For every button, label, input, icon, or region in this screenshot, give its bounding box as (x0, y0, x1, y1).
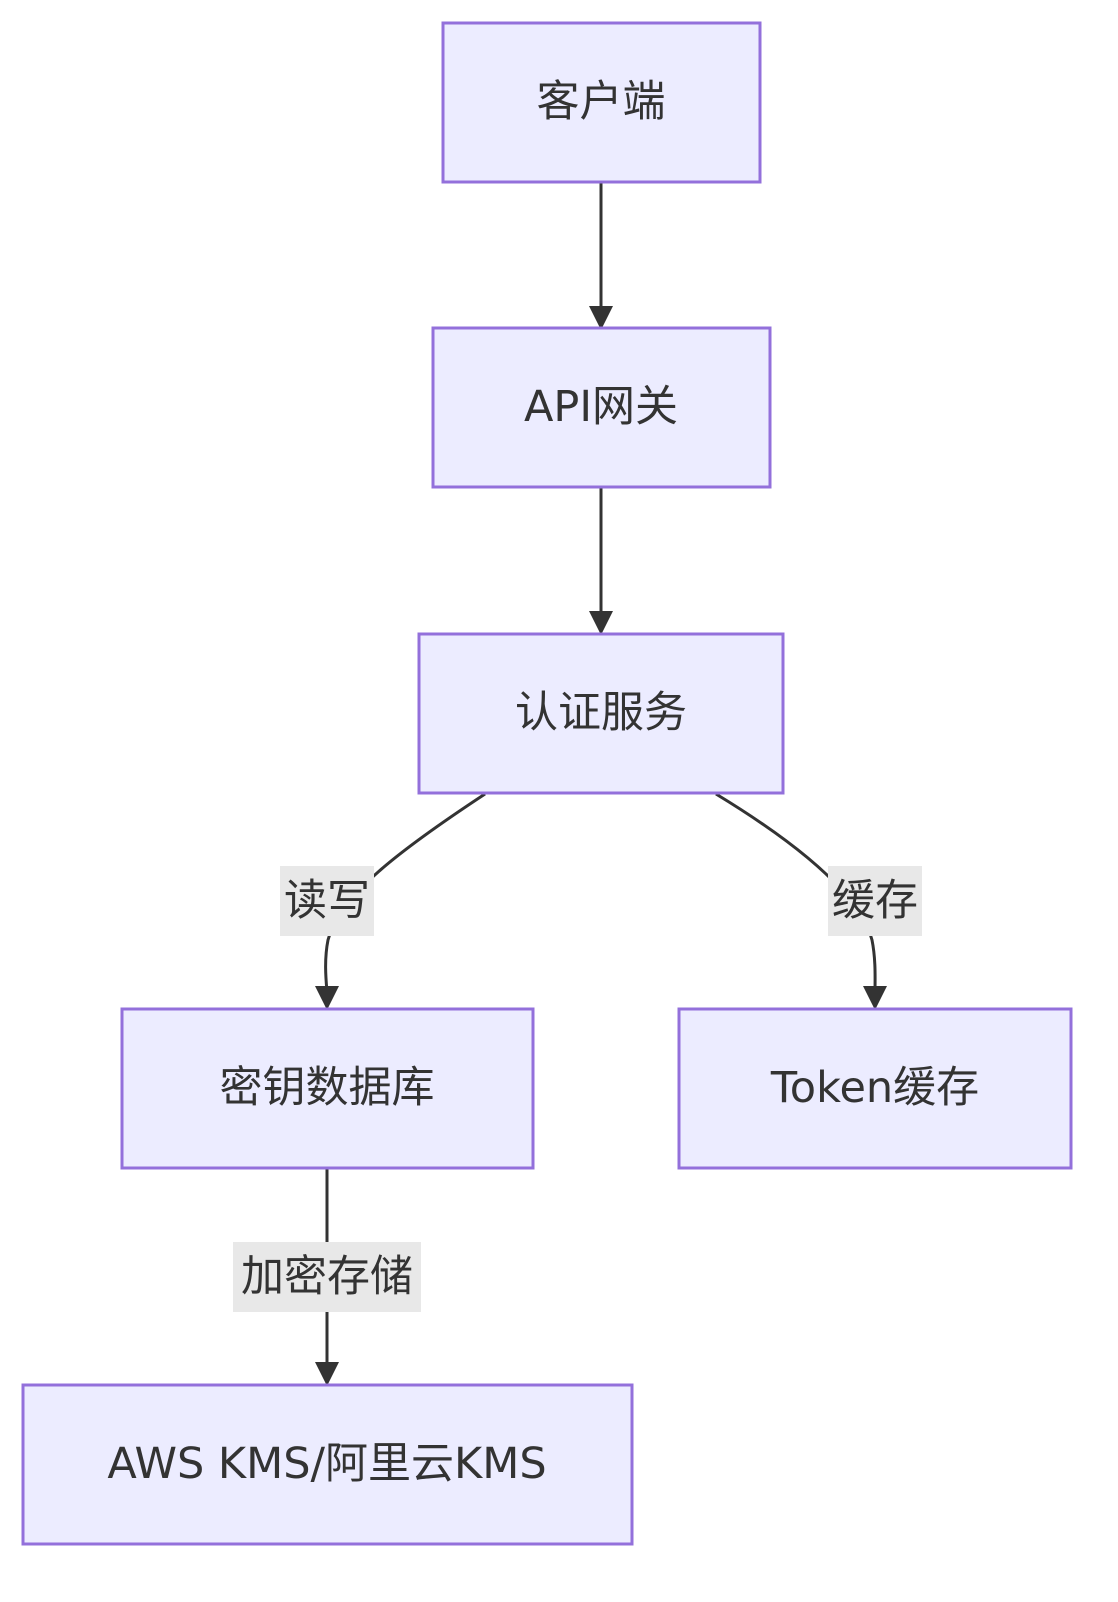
node-api-gateway[interactable]: API网关 (431, 326, 772, 489)
arrow-head-icon (315, 986, 339, 1010)
arrow-head-icon (589, 306, 613, 330)
arrow-head-icon (863, 986, 887, 1010)
edge-label-read-write: 读写 (280, 866, 374, 936)
node-client[interactable]: 客户端 (441, 21, 762, 184)
node-auth-service[interactable]: 认证服务 (417, 632, 785, 795)
node-token-cache[interactable]: Token缓存 (677, 1007, 1073, 1170)
node-kms[interactable]: AWS KMS/阿里云KMS (21, 1383, 634, 1546)
node-kms-label: AWS KMS/阿里云KMS (107, 1439, 546, 1489)
edge-label-encrypted-storage: 加密存储 (233, 1242, 421, 1312)
node-auth-service-label: 认证服务 (515, 688, 687, 738)
edge-label-text: 读写 (284, 876, 370, 926)
node-api-gateway-label: API网关 (524, 382, 678, 432)
edge-label-cache: 缓存 (828, 866, 922, 936)
edge-gateway-to-auth (589, 488, 613, 635)
node-key-database-label: 密钥数据库 (220, 1063, 435, 1113)
node-client-label: 客户端 (537, 77, 666, 127)
arrow-head-icon (315, 1362, 339, 1386)
edge-label-text: 缓存 (832, 876, 918, 926)
node-key-database[interactable]: 密钥数据库 (120, 1007, 535, 1170)
node-token-cache-label: Token缓存 (770, 1063, 979, 1113)
arrow-head-icon (589, 611, 613, 635)
edge-label-text: 加密存储 (241, 1252, 413, 1302)
edge-client-to-gateway (589, 183, 613, 330)
